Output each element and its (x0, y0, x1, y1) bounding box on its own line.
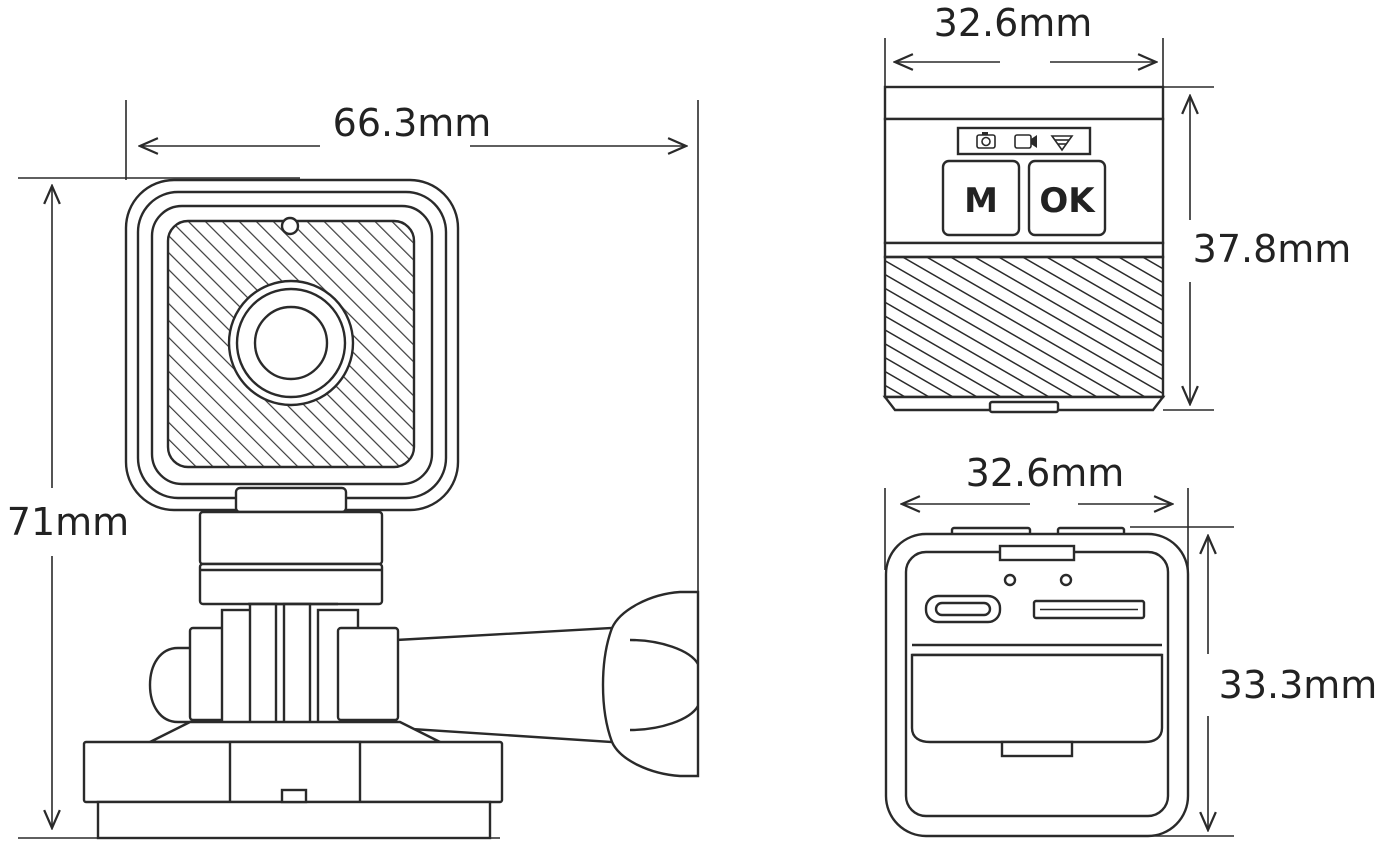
side-bottom-latch (1000, 740, 1074, 758)
indicator-hole-right (1059, 573, 1073, 587)
top-width-label: 32.6mm (934, 1, 1093, 45)
bottom-latch (234, 486, 348, 514)
camera-body-front (124, 178, 460, 514)
video-icon (1014, 134, 1037, 149)
side-top-latch (998, 544, 1076, 562)
top-depth-label: 37.8mm (1193, 227, 1352, 271)
side-width-label: 32.6mm (966, 451, 1125, 495)
top-grip-knurl (883, 255, 1165, 399)
front-view: 66.3mm 71mm (7, 100, 700, 840)
battery-door (910, 653, 1164, 744)
left-knob (148, 646, 196, 724)
ok-button-label: OK (1039, 181, 1096, 221)
side-height-label: 33.3mm (1219, 663, 1378, 707)
wifi-icon (1050, 135, 1074, 152)
camera-icon (976, 132, 996, 149)
lens-icon (253, 305, 329, 381)
mode-button-label: M (964, 181, 998, 221)
top-lid (883, 85, 1165, 121)
thumb-screw-arm (394, 590, 700, 778)
status-led-icon (280, 216, 300, 236)
front-height-label: 71mm (7, 500, 129, 544)
mount-assembly (82, 510, 700, 840)
mode-button[interactable]: M (941, 159, 1021, 237)
ok-button[interactable]: OK (1027, 159, 1107, 237)
side-view: 32.6mm 33.3mm (884, 451, 1378, 838)
micro-usb-port-icon (924, 594, 1002, 624)
top-view: 32.6mm 37.8mm M (882, 1, 1352, 414)
mount-foot (96, 800, 492, 840)
sd-card-slot-icon (1032, 599, 1146, 620)
front-width-label: 66.3mm (333, 101, 492, 145)
indicator-hole-left (1003, 573, 1017, 587)
